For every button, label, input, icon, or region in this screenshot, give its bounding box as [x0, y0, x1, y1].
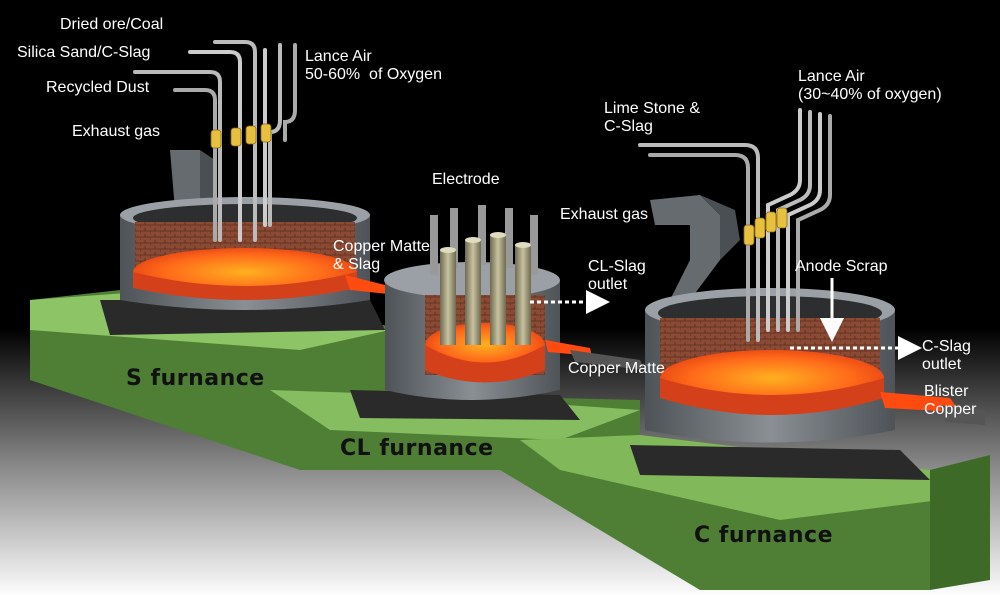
label-anode-scrap: Anode Scrap — [795, 258, 888, 275]
label-s-furnace: S furnance — [126, 366, 265, 391]
label-cl-slag-outlet: CL-Slag outlet — [588, 258, 646, 293]
label-c-slag-outlet: C-Slag outlet — [922, 338, 971, 373]
label-lance-air-s: Lance Air 50-60% of Oxygen — [305, 48, 442, 83]
label-copper-matte: Copper Matte — [568, 360, 665, 377]
label-recycled-dust: Recycled Dust — [46, 79, 150, 96]
c-furnace-lances — [638, 108, 832, 342]
c-lance-bands — [743, 207, 788, 246]
label-silica-sand: Silica Sand/C-Slag — [17, 44, 151, 61]
s-furnace — [100, 150, 388, 335]
label-lance-air-c: Lance Air (30~40% of oxygen) — [798, 68, 942, 103]
copper-matte-launder — [570, 350, 645, 370]
label-exhaust-gas-c: Exhaust gas — [560, 206, 649, 223]
label-exhaust-gas-s: Exhaust gas — [72, 123, 161, 140]
label-blister-copper: Blister Copper — [924, 383, 977, 418]
label-copper-matte-slag: Copper Matte & Slag — [333, 238, 430, 273]
label-electrode: Electrode — [432, 171, 500, 188]
label-c-furnace: C furnance — [694, 523, 834, 548]
label-dried-ore-coal: Dried ore/Coal — [60, 16, 164, 33]
s-lance-bands — [210, 123, 272, 149]
label-cl-furnace: CL furnance — [340, 436, 494, 461]
cl-electrodes — [430, 205, 538, 345]
flow-arrows — [530, 278, 922, 360]
label-lime-stone: Lime Stone & C-Slag — [604, 100, 701, 135]
